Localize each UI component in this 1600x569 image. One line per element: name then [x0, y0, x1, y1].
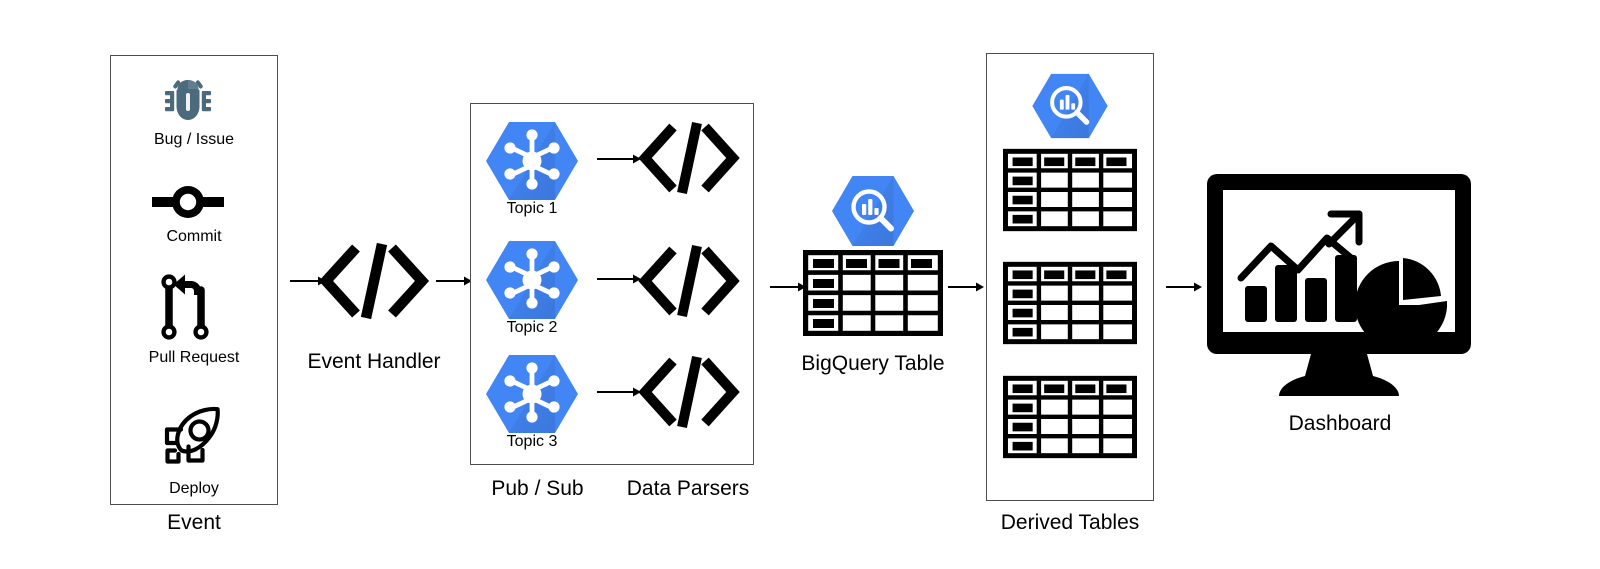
- bigquery-hexagon-icon: [832, 174, 914, 248]
- data-parser-icon-2: [638, 243, 740, 319]
- event-item-label-commit: Commit: [166, 228, 222, 245]
- derived-table-icon-2: [1002, 261, 1138, 345]
- dashboard-label: Dashboard: [1288, 412, 1392, 435]
- event-item-label-deploy: Deploy: [169, 480, 219, 497]
- bigquery-table-icon: [802, 249, 944, 337]
- event-handler-icon: [318, 240, 430, 322]
- event-group-caption: Event: [167, 511, 221, 534]
- derived-table-icon-3: [1002, 375, 1138, 459]
- bigquery-table-label: BigQuery Table: [801, 352, 945, 375]
- event-item-label-bug: Bug / Issue: [153, 131, 235, 148]
- pubsub-group-caption: Pub / Sub: [491, 477, 584, 500]
- connector-topic2-to-parser2: [597, 272, 641, 286]
- pull-request-icon: [160, 273, 218, 341]
- derived-tables-bigquery-hexagon-icon: [1032, 72, 1108, 140]
- topic-label-3: Topic 3: [506, 433, 558, 450]
- pubsub-hexagon-icon-topic-3: [486, 353, 578, 435]
- connector-parsers-to-bigquery: [770, 280, 806, 294]
- pubsub-hexagon-icon-topic-1: [486, 120, 578, 202]
- event-handler-label: Event Handler: [307, 350, 441, 373]
- dashboard-monitor-chart-icon: [1203, 170, 1475, 400]
- commit-icon: [152, 183, 224, 221]
- data-parser-icon-1: [638, 120, 740, 196]
- event-item-label-pull-request: Pull Request: [148, 349, 240, 366]
- topic-label-2: Topic 2: [506, 319, 558, 336]
- derived-table-icon-1: [1002, 148, 1138, 232]
- event-group-box: [110, 55, 278, 505]
- data-parser-icon-3: [638, 354, 740, 430]
- data-parsers-group-caption: Data Parsers: [626, 477, 750, 500]
- connector-topic1-to-parser1: [597, 152, 641, 166]
- connector-derived-to-dashboard: [1166, 280, 1202, 294]
- topic-label-1: Topic 1: [506, 200, 558, 217]
- pubsub-hexagon-icon-topic-2: [486, 239, 578, 321]
- connector-handler-to-pubsub: [436, 274, 472, 288]
- connector-topic3-to-parser3: [597, 385, 641, 399]
- connector-bigquery-to-derived: [948, 280, 984, 294]
- rocket-icon: [157, 403, 229, 475]
- derived-tables-group-caption: Derived Tables: [1000, 511, 1140, 534]
- bug-icon: [163, 74, 213, 126]
